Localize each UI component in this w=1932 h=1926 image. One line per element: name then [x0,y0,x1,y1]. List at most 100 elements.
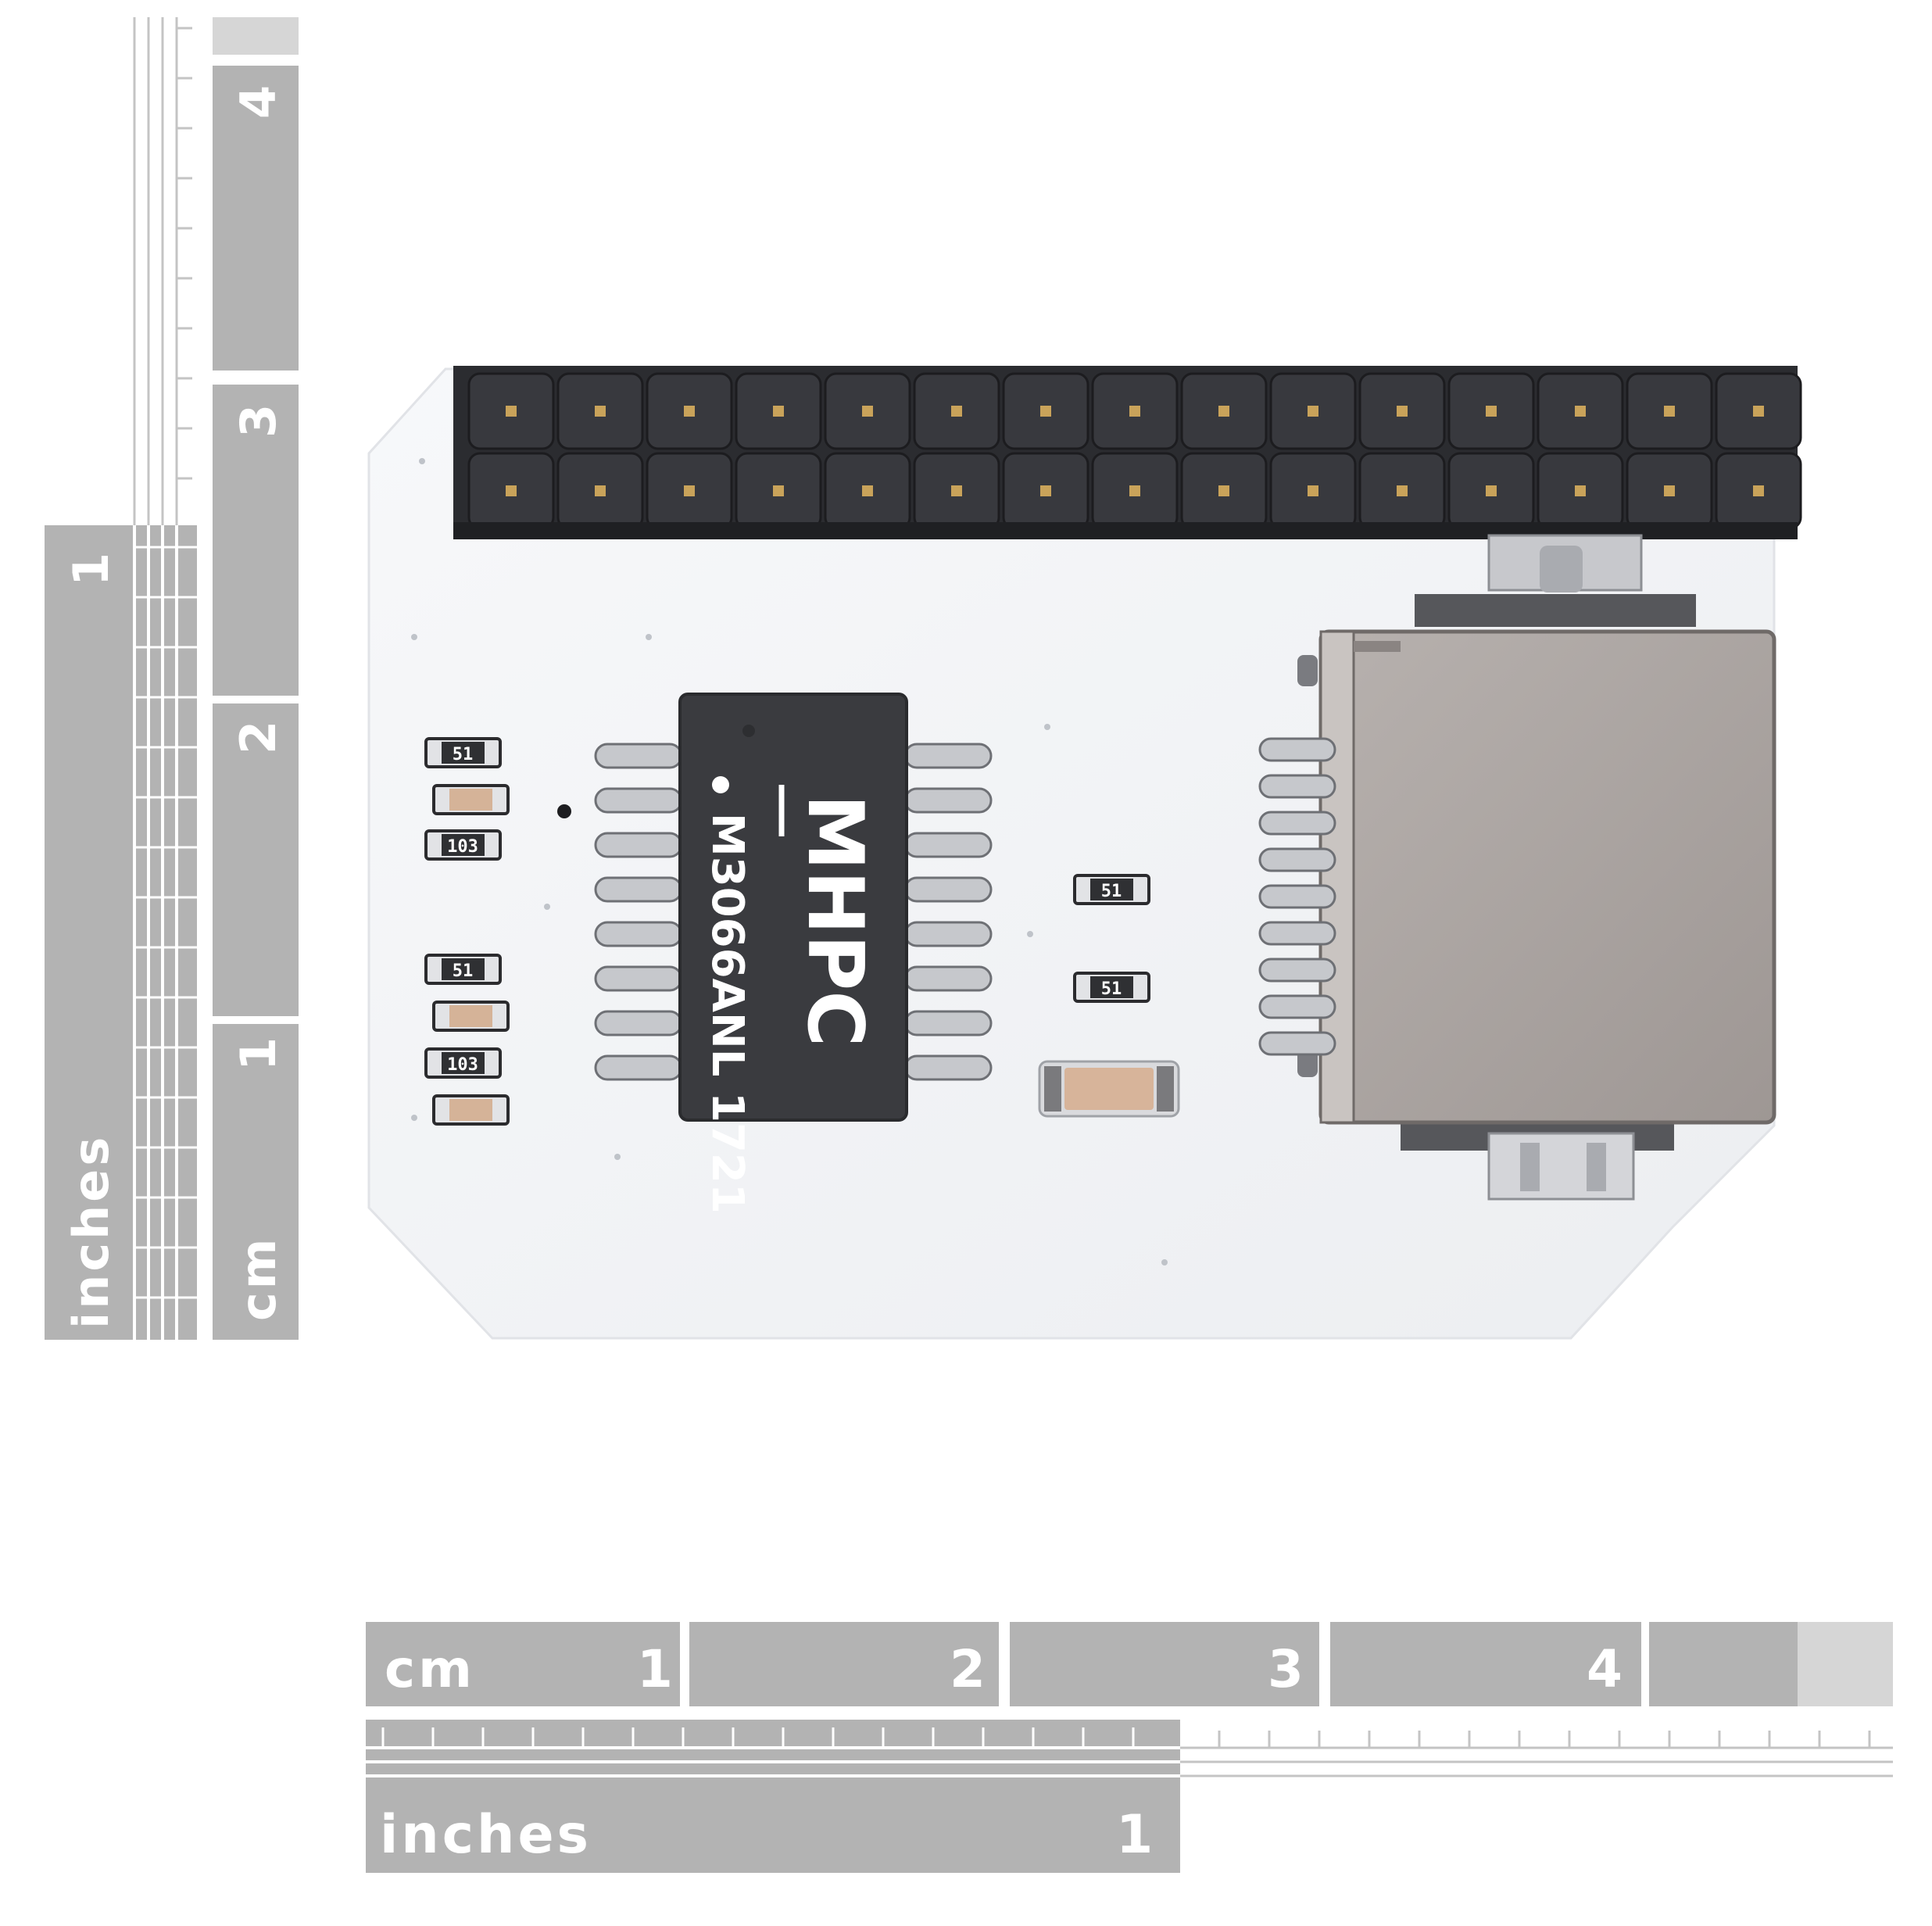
smd-resistor-body [442,1052,485,1074]
smd-resistor-body [1090,976,1133,998]
sd-bottom-latch-tab-right [1587,1143,1606,1191]
bottom-inch-ruler: inches 1 [366,1720,1893,1873]
sd-bottom-latch-tab-left [1520,1143,1540,1191]
header-pin [1664,406,1675,417]
smd-resistor-body [442,742,485,764]
header-pin [862,406,873,417]
sd-top-plastic [1415,594,1696,627]
bottom-inch-ruler-body [366,1720,1180,1873]
chip-lead-right [903,743,993,769]
header-pin [684,406,695,417]
header-pin [1218,406,1229,417]
smd-resistor-marking: 51 [1101,979,1122,999]
header-pin [1308,406,1318,417]
header-pin [1575,485,1586,496]
bottom-cm-unit-label: cm [385,1639,475,1699]
bottom-inch-number-1: 1 [1116,1804,1156,1866]
bottom-cm-segment-4 [1330,1622,1641,1706]
left-cm-segment-4 [213,66,299,371]
sd-top-latch-tab [1540,546,1583,592]
smd-resistor-marking: 103 [447,1055,478,1075]
smd-resistor-body [442,958,485,980]
header-pin [1040,406,1051,417]
chip-lead-left [594,743,683,769]
bottom-inch-ticks [366,1727,1180,1777]
header-pin [506,406,517,417]
pcb-fiducial-dot [557,804,571,818]
large-capacitor [1038,1060,1180,1118]
header-pin [1397,406,1408,417]
bottom-inch-unit-label: inches [380,1804,592,1866]
sd-contact-pin [1258,811,1336,836]
pcb-vias [411,458,1168,1266]
header-pin [1753,485,1764,496]
chip-corner-mark [742,725,755,737]
chip-lead-left [594,1010,683,1036]
left-cm-segment-3 [213,385,299,696]
left-cm-number-4: 4 [230,82,287,119]
bottom-cm-segment-1 [366,1622,680,1706]
chip-lead-left [594,965,683,992]
large-capacitor-right-end [1157,1066,1174,1112]
sd-metal-shield [1318,629,1776,1125]
smd-resistor-body [449,789,492,811]
header-pin [951,406,962,417]
left-inch-unit-label: inches [63,1134,120,1329]
sd-contact-pin [1258,847,1336,872]
chip-lead-left [594,876,683,903]
left-cm-segment-2 [213,703,299,1016]
pin-header-base [453,522,1798,539]
header-pin [506,485,517,496]
sd-contact-pin [1258,921,1336,946]
chip-lead-right [903,832,993,858]
sd-contact-pin [1258,958,1336,983]
smd-resistor-body [449,1099,492,1121]
bottom-cm-ruler: cm 1 2 3 4 [366,1622,1893,1706]
chip-lead-right [903,921,993,947]
chip-lead-left [594,1054,683,1081]
sd-shield-notch [1354,641,1401,652]
bottom-cm-segment-5 [1649,1622,1798,1706]
header-pin [1129,406,1140,417]
header-pin [1129,485,1140,496]
header-pin [1397,485,1408,496]
sd-bottom-latch [1487,1132,1635,1201]
sd-card-socket [1258,534,1776,1201]
left-cm-number-1: 1 [230,1034,287,1071]
header-pin-array [453,372,1802,539]
smd-resistor-body [442,834,485,856]
header-pin [595,485,606,496]
sd-contact-pin [1258,884,1336,909]
chip-lead-right [903,1010,993,1036]
left-inch-ticks [133,525,197,1340]
chip-leads [594,743,993,1081]
header-pin [1753,406,1764,417]
left-inch-ruler: inches 1 [45,525,197,1340]
sd-contact-pins [1258,737,1336,1056]
header-pin [1486,485,1497,496]
header-pin [595,406,606,417]
header-pin [1040,485,1051,496]
left-cm-ruler: cm 1 2 3 4 [213,17,299,1340]
bottom-cm-segment-3 [1010,1622,1319,1706]
header-pin [1664,485,1675,496]
header-pin [684,485,695,496]
large-capacitor-left-end [1044,1066,1061,1112]
large-capacitor-body [1064,1068,1154,1110]
chip-brand-text: MHPC [790,794,879,1047]
smd-resistor-body [449,1005,492,1027]
sd-contact-pin [1258,1031,1336,1056]
smd-resistor-marking: 51 [1101,882,1122,901]
magnetics-chip: MHPC M3066ANL 1721 [594,693,993,1214]
bottom-cm-number-2: 2 [950,1639,989,1699]
chip-lead-left [594,921,683,947]
smd-resistor-marking: 103 [447,837,478,857]
pin-header [453,366,1802,539]
left-cm-unit-label: cm [230,1236,287,1321]
bottom-cm-number-3: 3 [1268,1639,1307,1699]
header-pin [951,485,962,496]
sd-mount-tab-top [1297,655,1318,686]
